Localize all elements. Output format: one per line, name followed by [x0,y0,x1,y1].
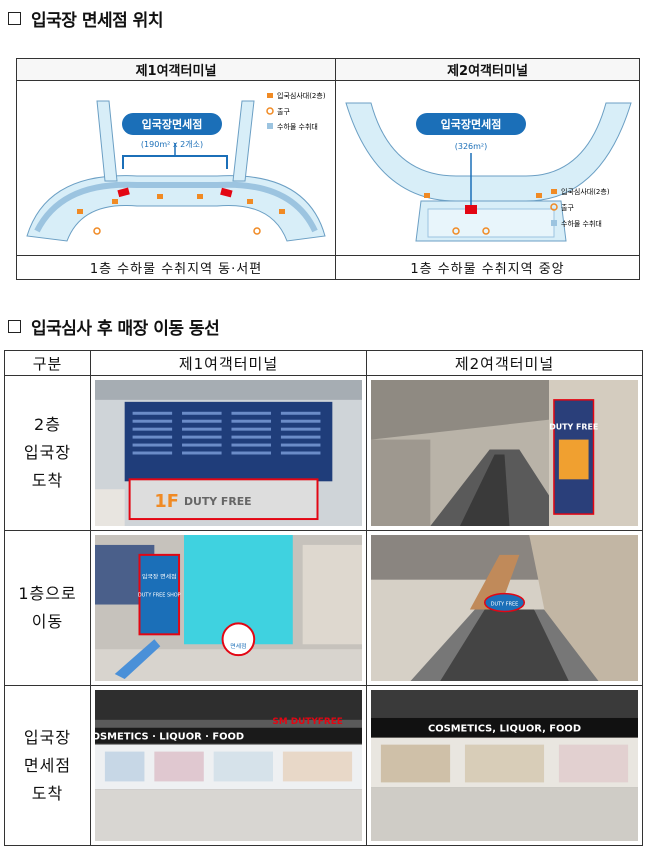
t1-footer: 1층 수하물 수취지역 동·서편 [16,255,336,280]
photo-t1-arrival: 1F DUTY FREE [90,375,367,531]
t1-store-sign: COSMETICS · LIQUOR · FOOD [95,732,244,743]
t2-map-illustration: 입국장면세점 (326m²) 입국심사대(2층) 출구 수하물 수취대 [345,102,632,242]
col-header-t2: 제2여객터미널 [366,350,643,376]
location-table: 제1여객터미널 제2여객터미널 입국장면세점 (190m² x 2개소) [16,58,640,280]
section-title-route: 입국심사 후 매장 이동 동선 [8,314,220,339]
table-row: 입국장 면세점 도착 COSMETICS · LIQUOR · FOOD SM … [4,685,643,846]
photo-t2-store: COSMETICS, LIQUOR, FOOD [366,685,643,846]
t1-badge: 입국장면세점 [142,117,203,131]
table-row: 1층으로 이동 입국장 면세점 DUTY FREE SHOP 면세점 [4,530,643,686]
photo-t2-escalator: DUTY FREE [366,530,643,686]
photo-t2-arrival: DUTY FREE [366,375,643,531]
t2-store-sign: COSMETICS, LIQUOR, FOOD [428,724,581,735]
t1-legend-baggage: 수하물 수취대 [277,122,318,131]
section-title-text: 입국심사 후 매장 이동 동선 [31,319,220,339]
escalator-sign-photo: 입국장 면세점 DUTY FREE SHOP 면세점 [95,535,362,681]
escalator-down-photo: DUTY FREE [371,535,638,681]
t1-area: (190m² x 2개소) [141,139,203,149]
section-title-location: 입국장 면세점 위치 [8,6,163,31]
t2-footer: 1층 수하물 수취지역 중앙 [335,255,640,280]
photo-t1-escalator: 입국장 면세점 DUTY FREE SHOP 면세점 [90,530,367,686]
arrival-corridor-photo: DUTY FREE [371,380,638,526]
section-title-text: 입국장 면세점 위치 [31,11,163,31]
t1-map: 입국장면세점 (190m² x 2개소) 입국심사대(2층) 출구 [16,80,336,256]
t1-header: 제1여객터미널 [16,58,336,81]
t1-circle-label: 면세점 [230,642,246,650]
table-row: 2층 입국장 도착 1F DUTY FREE [4,375,643,531]
row-label: 2층 입국장 도착 [4,375,91,531]
t1-sign: DUTY FREE [184,495,252,508]
t2-legend-immigration: 입국심사대(2층) [561,187,610,196]
t2-legend-exit: 출구 [561,203,574,212]
t2-map: 입국장면세점 (326m²) 입국심사대(2층) 출구 수하물 수취대 [335,80,640,256]
col-header-category: 구분 [4,350,91,376]
t1-legend-exit: 출구 [277,107,290,116]
route-table: 구분 제1여객터미널 제2여객터미널 2층 입국장 도착 1F [4,350,643,846]
t1-sign: DUTY FREE SHOP [138,593,181,599]
t2-sign: DUTY FREE [549,423,598,432]
t1-map-illustration: 입국장면세점 (190m² x 2개소) 입국심사대(2층) 출구 [26,91,326,242]
t2-sign: DUTY FREE [491,602,518,608]
t1-legend-immigration: 입국심사대(2층) [277,91,326,100]
t2-badge: 입국장면세점 [441,117,502,131]
t2-area: (326m²) [455,142,488,151]
t2-header: 제2여객터미널 [335,58,640,81]
arrival-board-photo: 1F DUTY FREE [95,380,362,526]
t1-brand: SM DUTYFREE [272,717,342,727]
duty-free-store-t1-photo: COSMETICS · LIQUOR · FOOD SM DUTYFREE [95,690,362,841]
t1-sign-num: 1F [154,491,179,512]
row-label: 1층으로 이동 [4,530,91,686]
photo-t1-store: COSMETICS · LIQUOR · FOOD SM DUTYFREE [90,685,367,846]
row-label: 입국장 면세점 도착 [4,685,91,846]
col-header-t1: 제1여객터미널 [90,350,367,376]
checkbox-square-icon [8,320,21,333]
duty-free-store-t2-photo: COSMETICS, LIQUOR, FOOD [371,690,638,841]
t2-legend-baggage: 수하물 수취대 [561,219,602,228]
t1-sign-kr: 입국장 면세점 [142,573,177,581]
checkbox-square-icon [8,12,21,25]
